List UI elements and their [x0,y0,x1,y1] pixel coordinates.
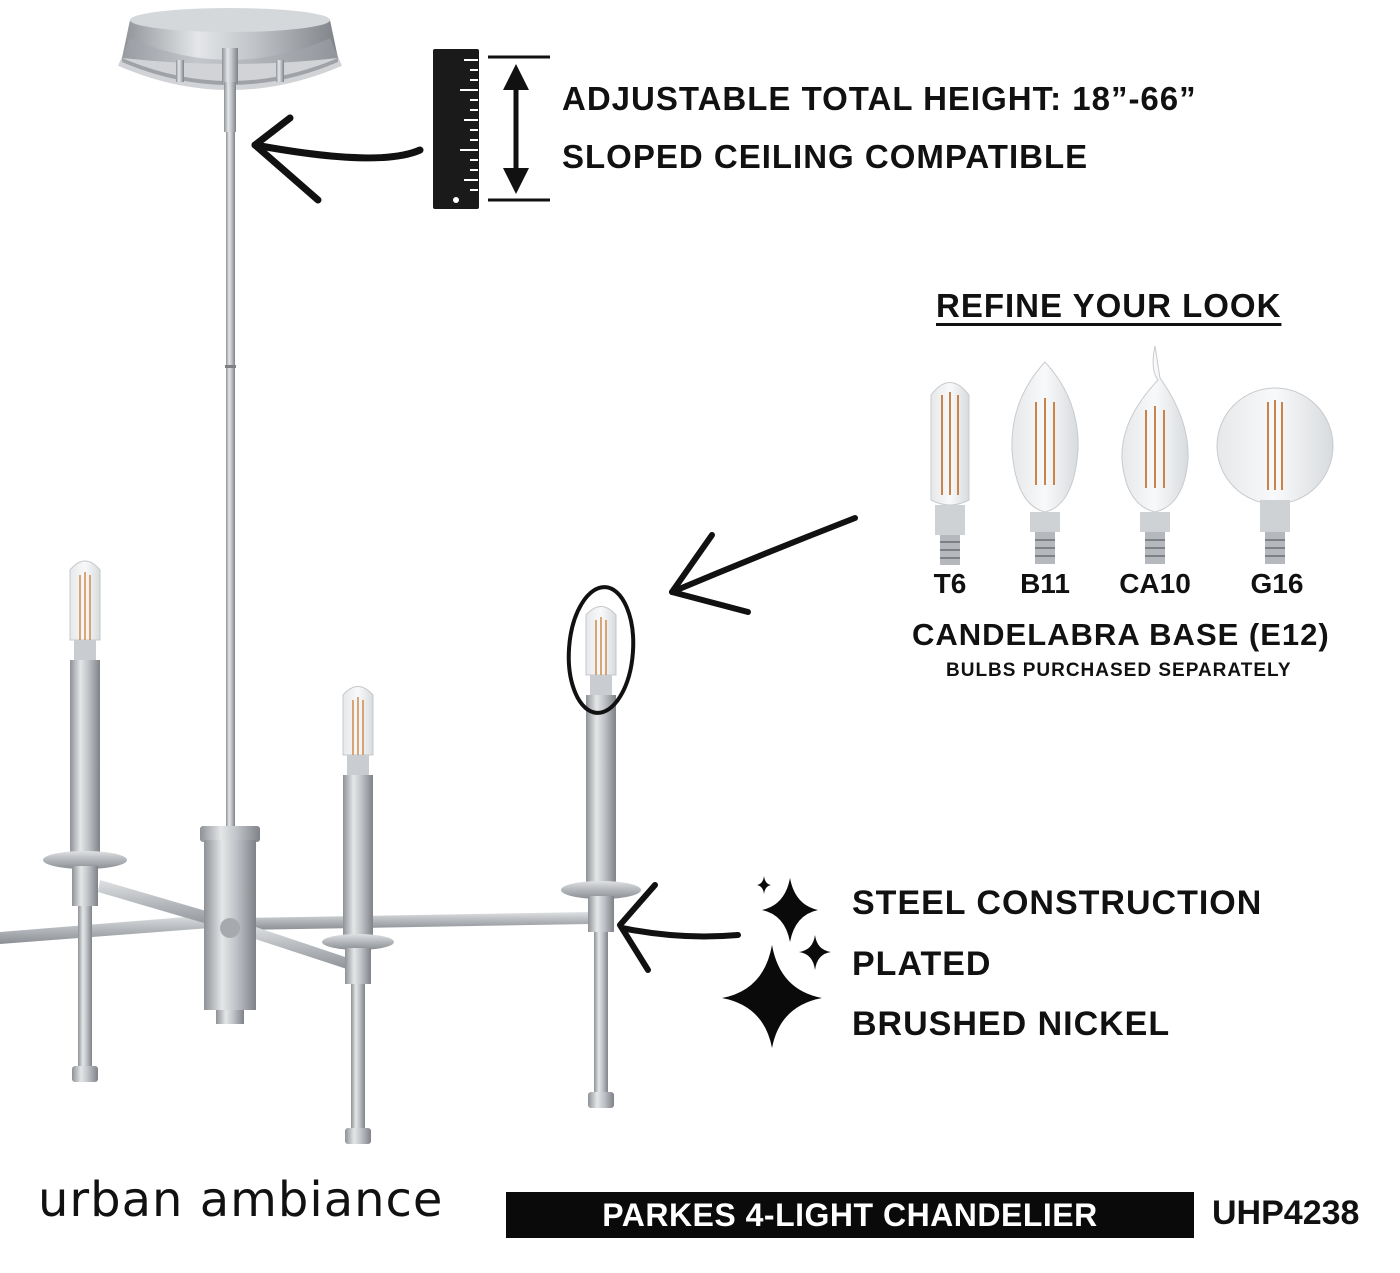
ruler-icon [433,49,479,209]
canopy [118,8,342,90]
center-body [200,826,260,1024]
sloped-ceiling-text: SLOPED CEILING COMPATIBLE [562,138,1089,175]
base-type-text: CANDELABRA BASE (E12) [912,617,1330,652]
material-line-3: BRUSHED NICKEL [852,1005,1171,1043]
bulb-label-b11: B11 [1020,568,1070,599]
material-line-1: STEEL CONSTRUCTION [852,884,1263,922]
bulb-b11 [1011,361,1079,564]
candle-middle [322,686,394,1144]
candle-right [561,606,641,1108]
hand-drawn-arrow-icon [251,114,424,204]
sku-text: UHP4238 [1212,1194,1360,1232]
bulb-g16 [1216,387,1334,564]
downrod [224,82,236,832]
height-feature-text: ADJUSTABLE TOTAL HEIGHT: 18”-66” [562,80,1197,117]
double-arrow-icon [488,55,550,202]
bulb-label-t6: T6 [933,568,967,599]
bulb-t6 [930,382,970,565]
highlight-circle [566,585,636,715]
sparkle-icon [722,876,831,1048]
arms [0,880,590,972]
product-name: PARKES 4-LIGHT CHANDELIER [602,1196,1098,1233]
refine-heading: REFINE YOUR LOOK [936,287,1282,324]
hand-drawn-arrow-icon [617,882,741,973]
bulb-label-ca10: CA10 [1119,568,1191,599]
hand-drawn-arrow-icon [669,515,858,615]
bulbs-note: BULBS PURCHASED SEPARATELY [946,660,1292,681]
candle-left [43,560,127,1082]
brand-logo-text: urban ambiance [38,1172,444,1228]
bulb-ca10 [1121,345,1189,564]
material-line-2: PLATED [852,945,992,983]
product-name-bar: PARKES 4-LIGHT CHANDELIER [506,1192,1194,1238]
bulb-label-g16: G16 [1250,568,1304,599]
